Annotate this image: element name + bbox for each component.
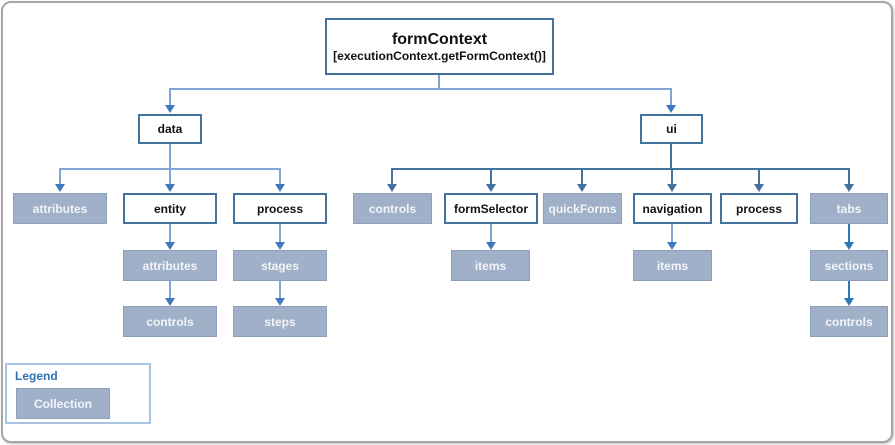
- edge-data-process-drop: [279, 168, 281, 184]
- edge-ui-controls-drop: [391, 168, 393, 184]
- arrowhead-navigation-items: [667, 242, 677, 250]
- edge-stages-steps: [279, 281, 281, 298]
- legend-collection-swatch: Collection: [16, 388, 110, 419]
- arrowhead-root-data: [165, 105, 175, 113]
- node-data-attributes: attributes: [13, 193, 107, 224]
- edge-sections-controls: [848, 281, 850, 298]
- arrowhead-root-ui: [666, 105, 676, 113]
- node-ui-process: process: [720, 193, 798, 224]
- edge-ui-tabs-drop: [848, 168, 850, 184]
- edge-data-stub: [169, 144, 171, 169]
- arrowhead-data-process: [275, 184, 285, 192]
- node-ui: ui: [640, 114, 703, 144]
- arrowhead-ui-controls: [387, 184, 397, 192]
- edge-data-entity-drop: [169, 168, 171, 184]
- arrowhead-tabs-sections: [844, 242, 854, 250]
- node-process-stages: stages: [233, 250, 327, 281]
- edge-tabs-sections: [848, 224, 850, 242]
- edge-entity-attributes: [169, 224, 171, 242]
- node-formcontext-title: formContext: [391, 30, 488, 48]
- node-process-steps: steps: [233, 306, 327, 337]
- edge-ui-quickforms-drop: [581, 168, 583, 184]
- arrowhead-formselector-items: [486, 242, 496, 250]
- node-entity: entity: [123, 193, 217, 224]
- arrowhead-ui-process: [754, 184, 764, 192]
- edge-ui-formselector-drop: [490, 168, 492, 184]
- edge-root-stub: [438, 75, 440, 89]
- node-tabs-sections: sections: [810, 250, 888, 281]
- arrowhead-ui-tabs: [844, 184, 854, 192]
- node-navigation: navigation: [633, 193, 712, 224]
- edge-root-ui-drop: [670, 88, 672, 105]
- edge-attributes-controls: [169, 281, 171, 298]
- node-entity-attributes: attributes: [123, 250, 217, 281]
- edge-ui-navigation-drop: [671, 168, 673, 184]
- arrowhead-attributes-controls: [165, 298, 175, 306]
- node-formselector-items: items: [451, 250, 530, 281]
- arrowhead-entity-attributes: [165, 242, 175, 250]
- node-formcontext-subtitle: [executionContext.getFormContext()]: [333, 48, 546, 63]
- edge-data-attributes-drop: [59, 168, 61, 184]
- node-quickforms: quickForms: [543, 193, 622, 224]
- edge-navigation-items: [671, 224, 673, 242]
- edge-root-rail: [169, 88, 672, 90]
- node-navigation-items: items: [633, 250, 712, 281]
- arrowhead-ui-quickforms: [577, 184, 587, 192]
- arrowhead-sections-controls: [844, 298, 854, 306]
- edge-ui-rail: [391, 168, 850, 170]
- legend: Legend Collection: [5, 363, 151, 424]
- node-ui-controls: controls: [353, 193, 432, 224]
- edge-process-stages: [279, 224, 281, 242]
- arrowhead-stages-steps: [275, 298, 285, 306]
- edge-root-data-drop: [169, 88, 171, 105]
- edge-ui-process-drop: [758, 168, 760, 184]
- edge-ui-stub: [670, 144, 672, 169]
- node-data-process: process: [233, 193, 327, 224]
- node-formcontext: formContext [executionContext.getFormCon…: [325, 18, 554, 75]
- node-tabs: tabs: [810, 193, 888, 224]
- node-formselector: formSelector: [444, 193, 538, 224]
- arrowhead-ui-navigation: [667, 184, 677, 192]
- arrowhead-ui-formselector: [486, 184, 496, 192]
- arrowhead-data-entity: [165, 184, 175, 192]
- legend-title: Legend: [15, 369, 58, 383]
- node-sections-controls: controls: [810, 306, 888, 337]
- edge-formselector-items: [490, 224, 492, 242]
- node-data: data: [138, 114, 202, 144]
- arrowhead-data-attributes: [55, 184, 65, 192]
- node-entity-controls: controls: [123, 306, 217, 337]
- arrowhead-process-stages: [275, 242, 285, 250]
